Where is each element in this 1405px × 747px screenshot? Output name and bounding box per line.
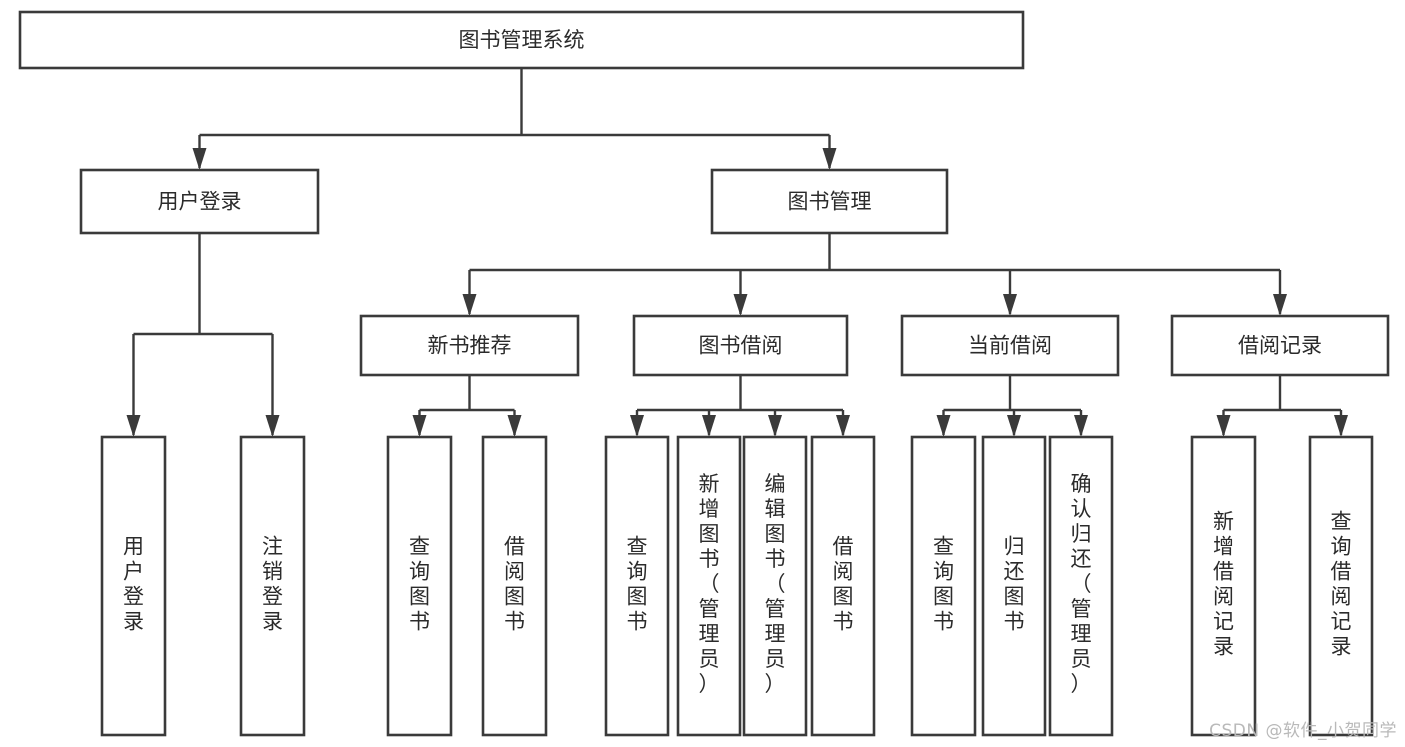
node-leaf-0-rect [100, 435, 167, 737]
connector-layer [126, 68, 1348, 437]
node-level3-2-label: 当前借阅 [968, 334, 1052, 358]
arrow-down-icon-leaf-当前借阅-2 [1074, 415, 1088, 437]
node-leaf-4[interactable]: 查询图书 [604, 435, 670, 737]
node-level2-1[interactable]: 图书管理 [710, 168, 949, 235]
node-leaf-3-label: 借阅图书 [504, 535, 525, 634]
node-layer: 图书管理系统用户登录图书管理新书推荐图书借阅当前借阅借阅记录用户登录注销登录查询… [18, 10, 1390, 737]
node-leaf-6[interactable]: 编辑图书（管理员） [742, 435, 808, 737]
node-level3-1[interactable]: 图书借阅 [632, 314, 849, 377]
node-leaf-3-rect [481, 435, 548, 737]
node-level3-1-label: 图书借阅 [699, 334, 783, 358]
csdn-watermark: CSDN @软件_小贺同学 [1209, 721, 1397, 741]
node-level3-0-rect [359, 314, 580, 377]
node-leaf-5-label: 新增图书（管理员） [699, 472, 720, 696]
node-level2-1-label: 图书管理 [788, 190, 872, 214]
node-root[interactable]: 图书管理系统 [18, 10, 1025, 70]
arrow-down-icon-leaf-图书借阅-0 [630, 415, 644, 437]
node-leaf-12-rect [1308, 435, 1374, 737]
node-leaf-1[interactable]: 注销登录 [239, 435, 306, 737]
arrow-down-icon-l3-1 [733, 294, 748, 316]
node-leaf-4-rect [604, 435, 670, 737]
arrow-down-icon-leaf-用户登录-1 [265, 415, 280, 437]
arrow-down-icon-l3-3 [1273, 294, 1287, 316]
node-leaf-7-label: 借阅图书 [833, 535, 854, 634]
node-level3-2-rect [900, 314, 1120, 377]
node-leaf-7[interactable]: 借阅图书 [810, 435, 876, 737]
node-level2-0-rect [79, 168, 320, 235]
node-level3-0-label: 新书推荐 [428, 334, 512, 358]
node-leaf-12[interactable]: 查询借阅记录 [1308, 435, 1374, 737]
arrow-down-icon-leaf-当前借阅-0 [936, 415, 951, 437]
arrow-down-icon-l2-1 [822, 148, 837, 170]
node-root-label: 图书管理系统 [459, 28, 585, 52]
arrow-down-icon-leaf-当前借阅-1 [1007, 415, 1021, 437]
arrow-down-icon-leaf-用户登录-0 [126, 415, 141, 437]
node-leaf-9-label: 归还图书 [1004, 535, 1025, 634]
node-leaf-11-label: 新增借阅记录 [1213, 510, 1234, 659]
arrow-down-icon-leaf-图书借阅-1 [702, 415, 716, 437]
arrow-down-icon-leaf-新书推荐-1 [507, 415, 522, 437]
node-leaf-2[interactable]: 查询图书 [386, 435, 453, 737]
node-leaf-11-rect [1190, 435, 1257, 737]
node-leaf-1-rect [239, 435, 306, 737]
arrow-down-icon-l3-2 [1003, 294, 1017, 316]
arrow-down-icon-leaf-图书借阅-3 [836, 415, 850, 437]
node-level2-1-rect [710, 168, 949, 235]
node-leaf-5-rect [676, 435, 742, 737]
node-level3-3-label: 借阅记录 [1238, 334, 1322, 358]
node-leaf-4-label: 查询图书 [627, 535, 648, 634]
node-leaf-9-rect [981, 435, 1047, 737]
node-leaf-8-rect [910, 435, 977, 737]
node-leaf-7-rect [810, 435, 876, 737]
node-leaf-8-label: 查询图书 [933, 535, 954, 634]
node-leaf-12-label: 查询借阅记录 [1331, 510, 1352, 659]
node-leaf-11[interactable]: 新增借阅记录 [1190, 435, 1257, 737]
node-level3-0[interactable]: 新书推荐 [359, 314, 580, 377]
node-leaf-10-label: 确认归还（管理员） [1071, 472, 1092, 696]
node-level2-0[interactable]: 用户登录 [79, 168, 320, 235]
arrow-down-icon-leaf-借阅记录-0 [1216, 415, 1231, 437]
node-leaf-10[interactable]: 确认归还（管理员） [1048, 435, 1114, 737]
arrow-down-icon-l3-0 [462, 294, 477, 316]
node-level3-3-rect [1170, 314, 1390, 377]
arrow-down-icon-leaf-新书推荐-0 [412, 415, 427, 437]
node-leaf-10-rect [1048, 435, 1114, 737]
node-leaf-2-label: 查询图书 [409, 535, 430, 634]
node-leaf-3[interactable]: 借阅图书 [481, 435, 548, 737]
node-level2-0-label: 用户登录 [158, 190, 242, 214]
node-leaf-8[interactable]: 查询图书 [910, 435, 977, 737]
node-leaf-9[interactable]: 归还图书 [981, 435, 1047, 737]
node-leaf-6-rect [742, 435, 808, 737]
node-level3-3[interactable]: 借阅记录 [1170, 314, 1390, 377]
node-leaf-1-label: 注销登录 [262, 535, 283, 634]
arrow-down-icon-l2-0 [192, 148, 207, 170]
node-leaf-2-rect [386, 435, 453, 737]
node-leaf-0-label: 用户登录 [123, 535, 144, 634]
node-level3-2[interactable]: 当前借阅 [900, 314, 1120, 377]
node-root-rect [18, 10, 1025, 70]
node-leaf-6-label: 编辑图书（管理员） [765, 472, 786, 696]
arrow-down-icon-leaf-借阅记录-1 [1334, 415, 1348, 437]
node-leaf-0[interactable]: 用户登录 [100, 435, 167, 737]
arrow-down-icon-leaf-图书借阅-2 [768, 415, 782, 437]
node-level3-1-rect [632, 314, 849, 377]
node-leaf-5[interactable]: 新增图书（管理员） [676, 435, 742, 737]
